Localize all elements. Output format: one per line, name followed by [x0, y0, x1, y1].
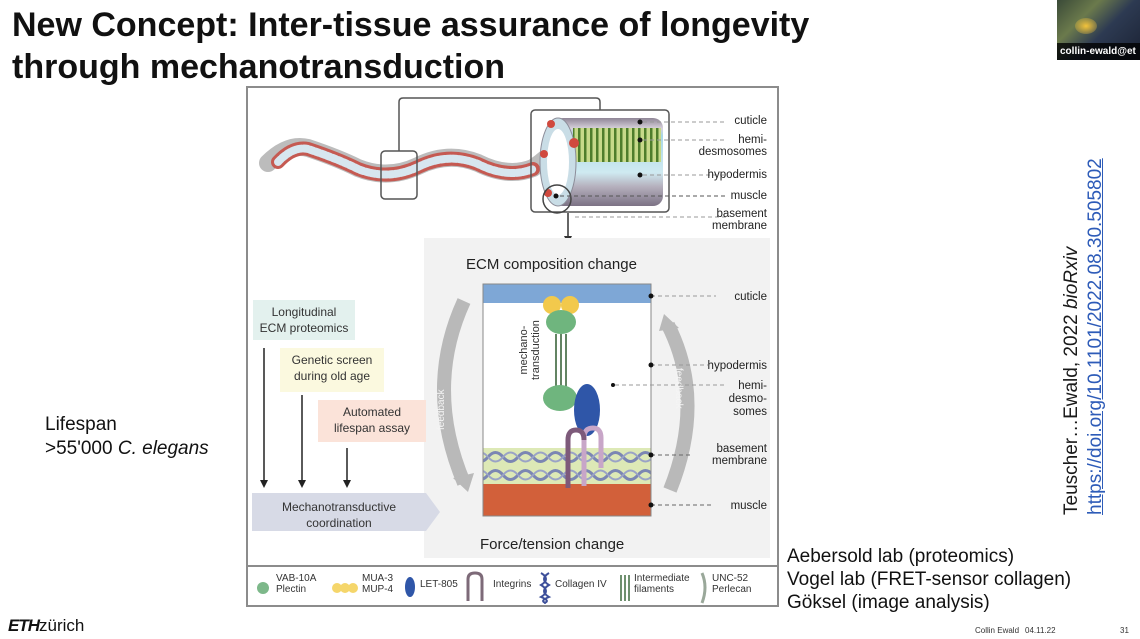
legend-item-let805: LET-805 [420, 579, 458, 590]
mechano-label-line-2: transduction [530, 320, 542, 380]
coordination-line-1: Mechanotransductive [281, 500, 397, 514]
tissue-leader-lines [615, 295, 726, 506]
method-proteomics-line-1: Longitudinal [271, 305, 337, 319]
citation: Teuscher…Ewald, 2022 bioRxiv https://doi… [1060, 158, 1108, 515]
coordination-label: Mechanotransductive coordination [252, 495, 426, 531]
slide-title-line-2: through mechanotransduction [12, 48, 505, 86]
lifespan-count: >55'000 [45, 438, 118, 459]
eth-logo-rest: zürich [39, 616, 85, 635]
coordination-line-2: coordination [306, 516, 372, 530]
integrins-icon [466, 571, 484, 601]
label-hemidesmosomes-2: desmo- [728, 393, 767, 405]
citation-authors: Teuscher…Ewald, 2022 bioRxiv [1060, 158, 1084, 515]
lifespan-note: Lifespan >55'000 C. elegans [45, 413, 209, 461]
legend-mua3-line-1: MUA-3 [362, 573, 394, 584]
footer-date: 04.11.22 [1025, 626, 1056, 635]
cylinder-frame [530, 109, 670, 213]
mechano-label-line-1: mechano- [518, 325, 530, 375]
legend-unc52-line-2: Perlecan [712, 584, 752, 595]
lifespan-line-2: >55'000 C. elegans [45, 437, 209, 461]
cylinder-illustration [539, 117, 663, 207]
mua3-mup4-icon [332, 583, 358, 593]
collaborator-item: Vogel lab (FRET-sensor collagen) [787, 569, 1072, 590]
label-basement-1: basement [716, 443, 767, 455]
label-basement-top-2: membrane [712, 220, 767, 232]
slide-title-line-1: New Concept: Inter-tissue assurance of l… [12, 6, 810, 44]
method-box-lifespan-assay: Automated lifespan assay [318, 400, 426, 442]
eth-zurich-logo: ETHzürich [8, 616, 84, 636]
label-hemi-top-2: desmosomes [698, 146, 767, 158]
collagen-iv-icon [538, 572, 552, 604]
label-cuticle: cuticle [734, 291, 767, 303]
intermediate-filaments-icon [620, 575, 630, 601]
feedback-arrow-left [437, 298, 471, 486]
label-basement-top-1: basement [716, 208, 767, 220]
label-hemi-top-1: hemi- [738, 134, 767, 146]
legend-filaments-line-1: Intermediate [634, 573, 690, 584]
legend-vab10a-line-2: Plectin [276, 584, 307, 595]
citation-doi-link[interactable]: https://doi.org/10.1101/2022.08.30.50580… [1085, 158, 1106, 515]
method-genetic-line-1: Genetic screen [291, 353, 373, 367]
method-lifespan-line-2: lifespan assay [333, 421, 411, 435]
legend-item-collagen-iv: Collagen IV [555, 579, 607, 590]
method-proteomics-line-2: ECM proteomics [259, 321, 349, 335]
legend-unc52-line-1: UNC-52 [712, 573, 749, 584]
legend-mua3-line-2: MUP-4 [362, 584, 394, 595]
vab10a-plectin-icon [257, 582, 269, 594]
webcam-thumbnail[interactable]: collin-ewald@et [1057, 0, 1140, 60]
label-basement-2: membrane [712, 455, 767, 467]
lifespan-line-1: Lifespan [45, 414, 117, 435]
coordination-arrow-box [252, 493, 440, 531]
legend-item-unc52: UNC-52 Perlecan [712, 573, 751, 595]
feedback-label-left: feedback [436, 389, 447, 430]
collaborator-item: Göksel (image analysis) [787, 592, 990, 613]
legend-item-intermediate-filaments: Intermediate filaments [634, 573, 690, 595]
label-muscle: muscle [730, 500, 767, 512]
figure-legend: VAB-10A Plectin MUA-3 MUP-4 LET-805 Inte… [248, 565, 777, 605]
tissue-leader-dots [611, 293, 654, 508]
label-hemidesmosomes-3: somes [733, 406, 767, 418]
feedback-arrow-right [661, 321, 695, 493]
protein-complex [543, 296, 604, 488]
label-hypodermis: hypodermis [707, 360, 767, 372]
webcam-video-glow [1075, 18, 1097, 34]
legend-filaments-line-2: filaments [634, 584, 675, 595]
method-genetic-line-2: during old age [293, 369, 371, 383]
label-cuticle-top: cuticle [734, 115, 767, 127]
label-hypodermis-top: hypodermis [707, 169, 767, 181]
label-muscle-top: muscle [730, 190, 767, 202]
cylinder-zoom-circle [542, 184, 572, 214]
figure-panel: cuticle hemi- desmosomes hypodermis musc… [246, 86, 779, 607]
feedback-label-right: feedback [673, 368, 684, 409]
method-lifespan-line-1: Automated [342, 405, 402, 419]
legend-icons [257, 571, 707, 604]
ecm-composition-title: ECM composition change [466, 256, 637, 273]
legend-vab10a-line-1: VAB-10A [276, 573, 317, 584]
unc52-perlecan-icon [700, 572, 707, 604]
lifespan-species: C. elegans [117, 438, 209, 459]
connector-line [398, 97, 601, 151]
worm-zoom-box [380, 150, 418, 200]
legend-item-vab10a: VAB-10A Plectin [276, 573, 316, 595]
webcam-participant-name: collin-ewald@et [1057, 43, 1140, 60]
legend-item-mua3: MUA-3 MUP-4 [362, 573, 393, 595]
let805-icon [405, 577, 415, 597]
worm-illustration [259, 137, 567, 183]
method-arrows [263, 348, 348, 484]
legend-item-integrins: Integrins [493, 579, 532, 590]
method-box-genetic-screen: Genetic screen during old age [280, 348, 384, 392]
mechanotransduction-label: mechano- transduction [518, 320, 542, 380]
collaborator-item: Aebersold lab (proteomics) [787, 546, 1015, 567]
method-box-proteomics: Longitudinal ECM proteomics [253, 300, 355, 340]
citation-journal: bioRxiv [1061, 246, 1082, 310]
footer-presenter: Collin Ewald [975, 626, 1020, 635]
citation-author-text: Teuscher…Ewald, 2022 [1061, 309, 1082, 515]
footer-page-number: 31 [1120, 626, 1129, 635]
slide-title: New Concept: Inter-tissue assurance of l… [12, 4, 1012, 88]
force-tension-title: Force/tension change [480, 536, 625, 553]
label-hemidesmosomes-1: hemi- [738, 380, 767, 392]
figure-graphics [252, 97, 770, 558]
eth-logo-bold: ETH [8, 616, 40, 635]
collaborators-list: Aebersold lab (proteomics) Vogel lab (FR… [787, 545, 1071, 614]
